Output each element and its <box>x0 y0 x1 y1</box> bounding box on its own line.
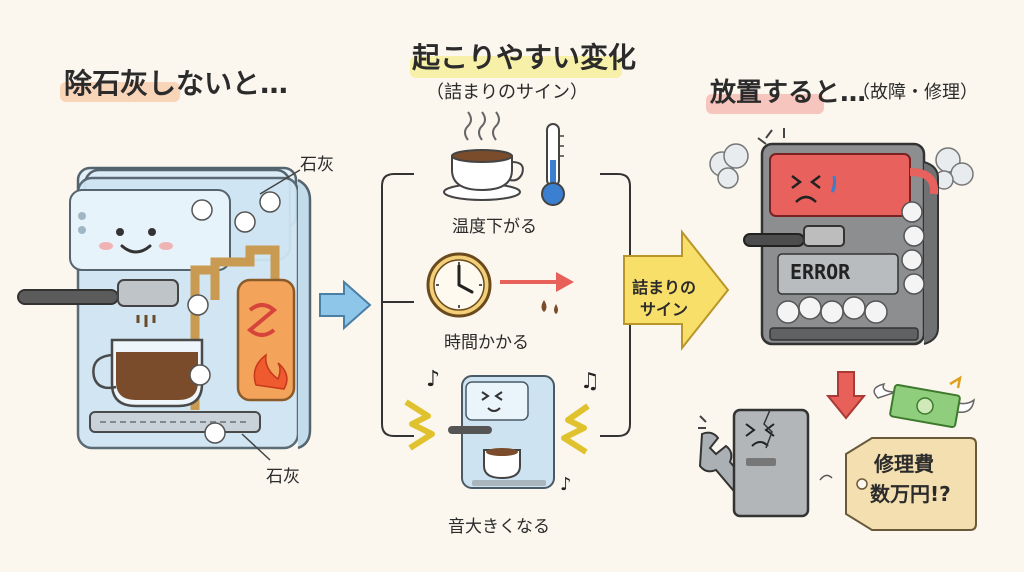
tag-text-line1: 修理費 <box>874 452 934 476</box>
limescale-pointer-bottom <box>241 433 271 461</box>
item-label-noise: 音大きくなる <box>448 517 550 537</box>
error-screen-text: ERROR <box>790 260 851 284</box>
blue-arrow-icon <box>319 279 372 331</box>
right-title-suffix: （故障・修理） <box>852 82 978 103</box>
limescale-pointer-top <box>259 169 301 195</box>
middle-title-highlight <box>410 56 622 78</box>
svg-text:♪: ♪ <box>426 367 440 392</box>
middle-title: 起こりやすい変化 <box>412 41 637 74</box>
noisy-coffee-machine-icon: ♪ ♫ ♪ <box>404 367 600 495</box>
red-down-arrow-icon <box>825 371 867 420</box>
svg-text:♫: ♫ <box>580 369 600 394</box>
right-title-highlight <box>706 94 824 114</box>
big-arrow-text-line1: 詰まりの <box>632 278 697 297</box>
happy-face-icon <box>99 228 173 254</box>
limescale-label-bottom: 石灰 <box>266 467 300 487</box>
tag-text-line2: 数万円!? <box>870 482 951 506</box>
big-yellow-arrow <box>623 229 730 351</box>
middle-subtitle: （詰まりのサイン） <box>426 82 588 103</box>
thermometer-icon <box>541 123 565 206</box>
left-bracket <box>381 173 414 437</box>
flying-money-icon <box>873 375 975 429</box>
left-title-highlight <box>60 82 180 102</box>
item-label-temperature: 温度下がる <box>452 217 537 237</box>
broken-coffee-machine-illustration <box>709 128 974 346</box>
clock-icon <box>426 252 492 318</box>
right-title: 放置すると… <box>710 78 867 108</box>
item-label-time: 時間かかる <box>444 333 529 353</box>
left-title: 除石灰しないと… <box>64 67 289 100</box>
slow-drip-arrow-icon <box>500 272 574 314</box>
svg-text:♪: ♪ <box>560 474 572 495</box>
coffee-cup-icon <box>443 111 524 201</box>
price-tag-icon <box>819 437 977 531</box>
broken-small-machine-icon <box>698 408 810 518</box>
limescale-label-top: 石灰 <box>300 155 334 175</box>
clean-coffee-machine-illustration <box>17 166 312 450</box>
big-arrow-text-line2: サイン <box>640 300 689 319</box>
